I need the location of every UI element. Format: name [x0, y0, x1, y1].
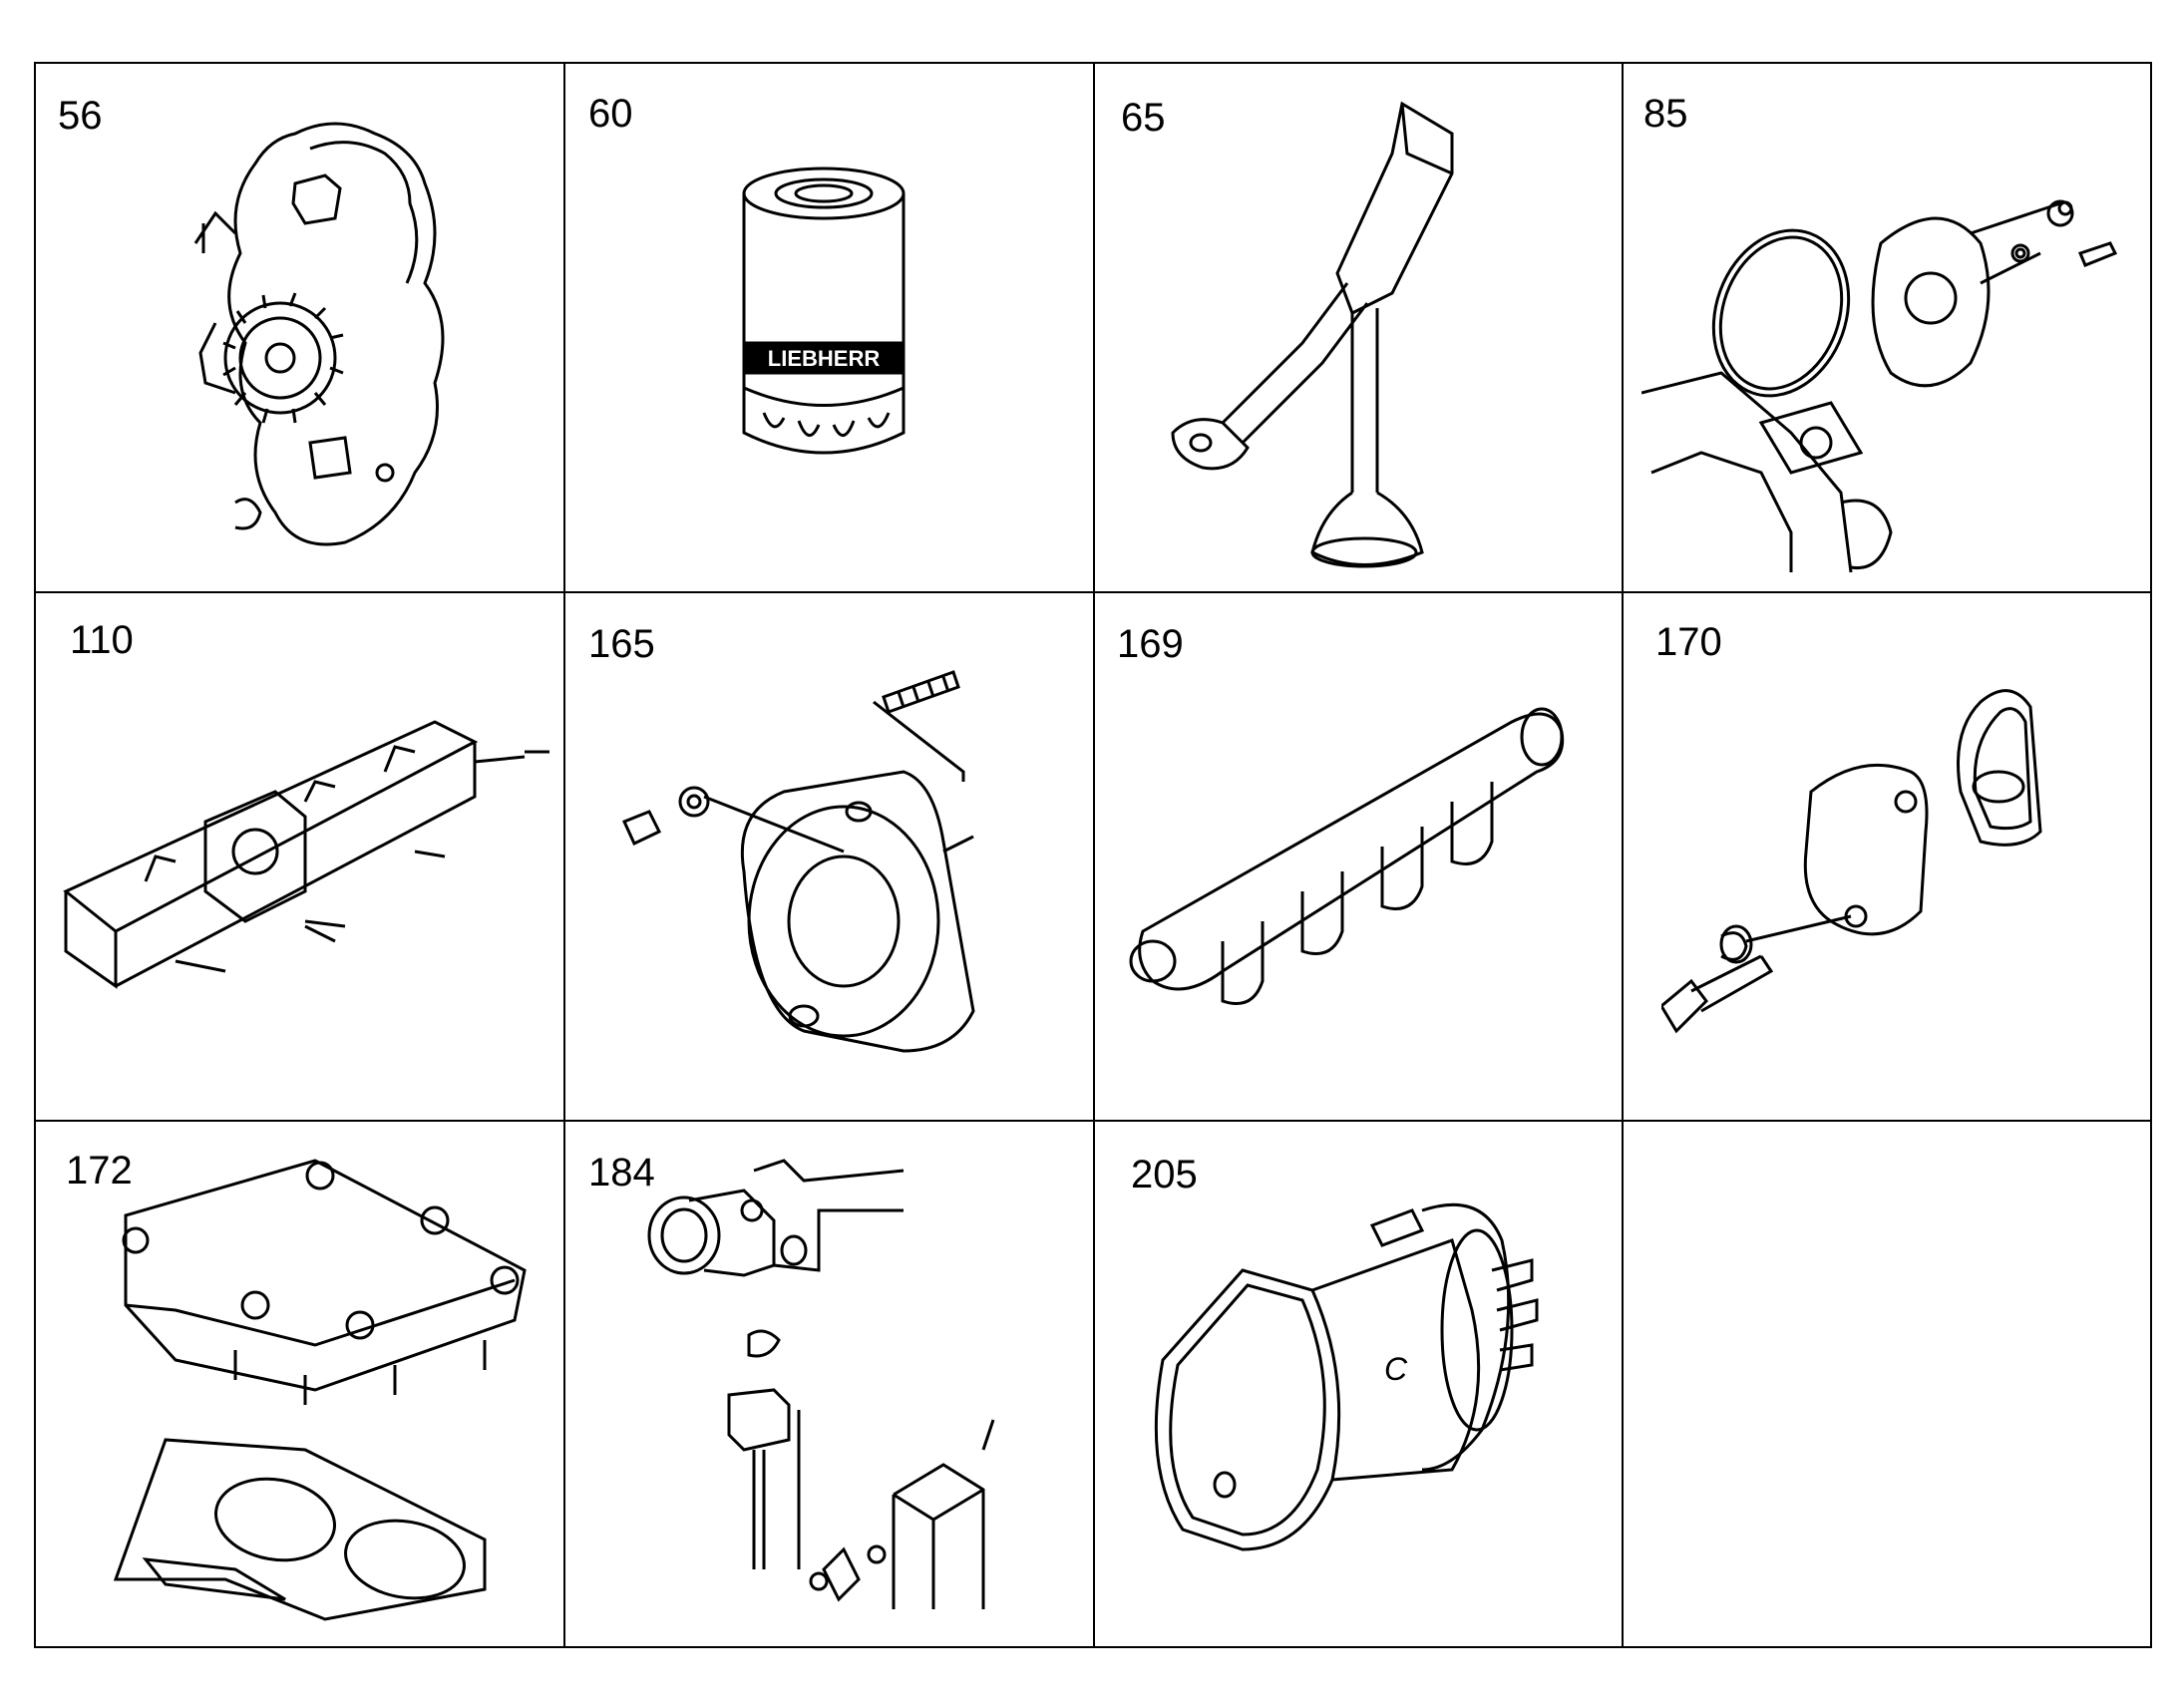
cover-plate-o-ring-icon — [1641, 173, 2140, 582]
oil-filter-icon: LIEBHERR — [734, 164, 913, 473]
part-number: 85 — [1643, 92, 1688, 136]
grid-divider — [1093, 64, 1095, 1646]
oil-pump-icon — [176, 94, 485, 562]
intake-manifold-icon — [56, 682, 554, 1021]
flange-cover-stud-icon — [604, 622, 1083, 1091]
starter-label: C — [1384, 1351, 1408, 1387]
part-cell-205[interactable]: 205 C — [1093, 1121, 1622, 1650]
oil-suction-pipe-icon — [1153, 94, 1572, 572]
parts-grid: 56 60 LIEBHERR 65 — [34, 62, 2152, 1648]
part-number: 165 — [588, 622, 655, 666]
grid-divider — [1622, 64, 1624, 1646]
coolant-connector-icon — [644, 1151, 1063, 1629]
cover-plate-gasket-icon — [106, 1141, 545, 1629]
part-cell-65[interactable]: 65 — [1093, 64, 1622, 592]
part-number: 184 — [588, 1151, 655, 1195]
part-number: 205 — [1131, 1153, 1198, 1196]
grid-divider — [563, 64, 565, 1646]
part-cell-60[interactable]: 60 LIEBHERR — [564, 64, 1093, 592]
part-cell-85[interactable]: 85 — [1622, 64, 2154, 592]
starter-motor-icon: C — [1123, 1151, 1612, 1629]
grid-divider — [36, 1120, 2150, 1122]
part-cell-184[interactable]: 184 — [564, 1121, 1093, 1650]
part-cell-172[interactable]: 172 — [36, 1121, 564, 1650]
filter-brand-label: LIEBHERR — [768, 346, 881, 371]
part-number: 60 — [588, 92, 633, 136]
exhaust-manifold-icon — [1123, 682, 1602, 1031]
blanking-plate-gasket-icon — [1661, 682, 2130, 1061]
part-cell-170[interactable]: 170 — [1622, 592, 2154, 1121]
part-number: 110 — [70, 618, 134, 662]
part-cell-56[interactable]: 56 — [36, 64, 564, 592]
part-cell-165[interactable]: 165 — [564, 592, 1093, 1121]
part-number: 172 — [66, 1149, 133, 1193]
part-number: 56 — [58, 94, 103, 138]
part-number: 169 — [1117, 622, 1184, 666]
grid-divider — [36, 591, 2150, 593]
part-cell-169[interactable]: 169 — [1093, 592, 1622, 1121]
part-cell-empty — [1622, 1121, 2154, 1650]
part-number: 65 — [1121, 96, 1166, 140]
part-cell-110[interactable]: 110 — [36, 592, 564, 1121]
part-number: 170 — [1655, 620, 1722, 664]
